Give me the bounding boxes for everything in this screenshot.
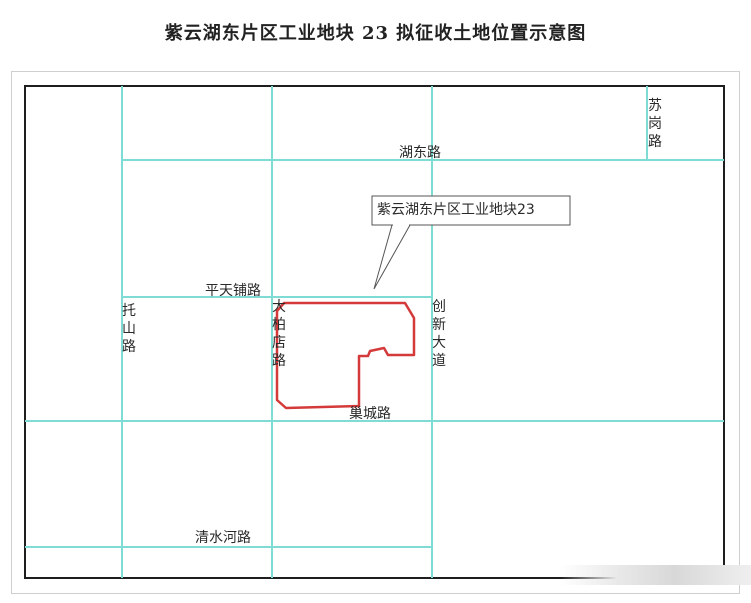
map-title: 紫云湖东片区工业地块 23 拟征收土地位置示意图 [164, 23, 587, 44]
callout-leader [373, 224, 411, 290]
road-label-chuangxin: 创新大道 [432, 299, 446, 369]
bottom-right-fade [560, 565, 751, 585]
road-label-tuoshan: 托山路 [122, 303, 136, 355]
road-label-chaocheng: 巢城路 [349, 406, 391, 422]
callout-label: 紫云湖东片区工业地块23 [377, 202, 535, 218]
road-label-dabodian: 大柏店路 [272, 299, 286, 369]
map-border [24, 85, 725, 579]
road-label-sugang: 苏岗路 [648, 98, 662, 150]
callout-box [371, 195, 571, 226]
road-label-qingshuihe: 清水河路 [195, 530, 251, 546]
map-outer-frame [11, 71, 740, 594]
road-label-pingtianpu: 平天铺路 [205, 283, 261, 299]
road-label-hudong: 湖东路 [399, 145, 441, 161]
parcel-outline [275, 301, 416, 410]
